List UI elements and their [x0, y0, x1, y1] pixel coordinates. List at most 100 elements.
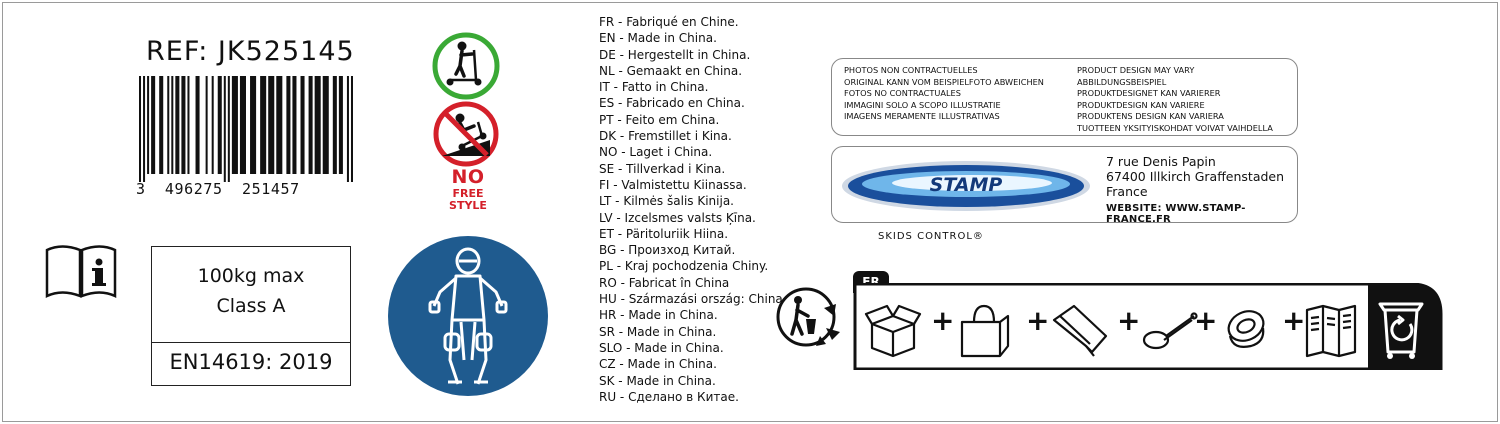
- barcode-bar: [223, 76, 226, 182]
- bag-icon: [960, 304, 1010, 358]
- disclaimer-line: ORIGINAL KANN VOM BEISPIELFOTO ABWEICHEN: [844, 76, 1044, 87]
- disclaimer-line: PRODUKTDESIGNET KAN VARIERER: [1077, 88, 1221, 99]
- product-reference: REF: JK525145: [146, 36, 355, 67]
- origin-line: SE - Tillverkad i Kina.: [599, 161, 726, 176]
- barcode-bar: [338, 76, 343, 174]
- barcode-bar: [308, 76, 313, 174]
- barcode-bar: [292, 76, 297, 174]
- barcode-bar: [139, 76, 142, 182]
- disclaimer-line: TUOTTEEN YKSITYISKOHDAT VOIVAT VAIHDELLA: [1077, 122, 1273, 133]
- origin-line: IT - Fatto in China.: [599, 80, 709, 95]
- no-freestyle-line1: NO: [451, 166, 485, 188]
- origin-line: LV - Izcelsmes valsts Ķīna.: [599, 210, 756, 225]
- origin-line: DK - Fremstillet i Kina.: [599, 129, 732, 144]
- spec-divider: [152, 342, 350, 343]
- recycle-person-icon: [776, 287, 840, 347]
- barcode-digits-left: 496275: [164, 180, 223, 198]
- plus-sign: +: [1282, 304, 1306, 337]
- origin-line: PT - Feito em China.: [599, 112, 720, 127]
- scooter-allowed-icon: [432, 32, 500, 100]
- barcode-bar: [239, 76, 246, 174]
- address-line: 7 rue Denis Papin: [1106, 154, 1216, 169]
- barcode-bar: [159, 76, 164, 174]
- origin-line: SK - Made in China.: [599, 373, 716, 388]
- tape-icon: [1227, 310, 1265, 348]
- standard-norm: EN14619: 2019: [169, 350, 333, 374]
- barcode-bar: [286, 76, 291, 174]
- barcode-bar: [322, 76, 329, 174]
- barcode-bar: [350, 76, 353, 182]
- barcode: [139, 76, 353, 182]
- barcode-bar: [276, 76, 283, 174]
- leaflet-icon: [1305, 304, 1357, 358]
- disclaimer-line: IMAGENS MERAMENTE ILLUSTRATIVAS: [844, 111, 1000, 122]
- barcode-bar: [268, 76, 275, 174]
- disclaimer-line: PRODUCT DESIGN MAY VARY: [1077, 65, 1195, 75]
- cable-tie-icon: [1142, 312, 1198, 350]
- protective-gear-required-icon: [388, 236, 548, 396]
- barcode-bar: [217, 76, 222, 174]
- barcode-digit-prefix: 3: [136, 180, 146, 198]
- origin-line: DE - Hergestellt in China.: [599, 47, 751, 62]
- max-load: 100kg max: [197, 265, 305, 287]
- barcode-bar: [151, 76, 156, 174]
- origin-line: HR - Made in China.: [599, 308, 718, 323]
- barcode-bar: [167, 76, 170, 174]
- pouch-icon: [1052, 304, 1108, 357]
- company-website: WEBSITE: WWW.STAMP-FRANCE.FR: [1106, 203, 1246, 225]
- barcode-bar: [147, 76, 150, 174]
- origin-line: EN - Made in China.: [599, 31, 717, 46]
- barcode-bar: [260, 76, 267, 174]
- disclaimer-line: ABBILDUNGSBEISPIEL: [1077, 76, 1167, 87]
- country-of-origin-list: FR - Fabriqué en Chine. EN - Made in Chin…: [599, 14, 783, 405]
- origin-line: LT - Kilmės šalis Kinija.: [599, 194, 734, 209]
- origin-line: PL - Kraj pochodzenia Chiny.: [599, 259, 769, 274]
- stamp-logo: STAMP: [842, 161, 1090, 211]
- plus-sign: +: [1026, 304, 1050, 337]
- origin-line: ES - Fabricado en China.: [599, 96, 745, 111]
- origin-line: NO - Laget i China.: [599, 145, 713, 160]
- barcode-bar: [231, 76, 238, 174]
- sub-brand: SKIDS CONTROL®: [878, 231, 984, 242]
- barcode-bar: [187, 76, 190, 174]
- disclaimer-line: PRODUKTENS DESIGN KAN VARIERA: [1077, 111, 1224, 122]
- barcode-bar: [175, 76, 180, 174]
- origin-line: SR - Made in China.: [599, 324, 717, 339]
- origin-line: HU - Származási ország: China: [599, 292, 783, 307]
- barcode-bar: [211, 76, 214, 174]
- origin-line: FR - Fabriqué en Chine.: [599, 15, 739, 29]
- origin-line: RO - Fabricat în China: [599, 275, 730, 290]
- barcode-digits-right: 251457: [241, 180, 300, 198]
- plus-sign: +: [1117, 304, 1141, 337]
- barcode-bar: [205, 76, 208, 174]
- barcode-bar: [250, 76, 257, 174]
- barcode-bar: [332, 76, 337, 174]
- disclaimer-line: IMMAGINI SOLO A SCOPO ILLUSTRATIE: [844, 99, 1001, 110]
- class-rating: Class A: [216, 295, 286, 317]
- origin-line: ET - Päritoluriik Hiina.: [599, 226, 729, 241]
- plus-sign: +: [1194, 304, 1218, 337]
- plus-sign: +: [931, 304, 955, 337]
- origin-line: NL - Gemaakt en China.: [599, 63, 743, 78]
- recycle-bin-icon: [1378, 302, 1424, 359]
- barcode-bar: [195, 76, 200, 174]
- disclaimer-line: PHOTOS NON CONTRACTUELLES: [844, 65, 978, 75]
- disclaimer-line: PRODUKTDESIGN KAN VARIERE: [1077, 99, 1205, 110]
- barcode-bar: [143, 76, 146, 182]
- read-manual-icon: [45, 245, 117, 298]
- no-stunt-icon: [433, 101, 499, 167]
- barcode-bar: [346, 76, 349, 182]
- barcode-bar: [314, 76, 321, 174]
- origin-line: BG - Произход Китай.: [599, 243, 736, 258]
- address-line: France: [1106, 184, 1148, 199]
- spec-box: 100kg max Class A EN14619: 2019: [151, 246, 351, 386]
- barcode-bar: [181, 76, 186, 174]
- stamp-logo-text: STAMP: [930, 174, 1003, 196]
- barcode-bar: [300, 76, 305, 174]
- barcode-bar: [171, 76, 174, 174]
- no-freestyle-line2: FREE: [452, 187, 484, 200]
